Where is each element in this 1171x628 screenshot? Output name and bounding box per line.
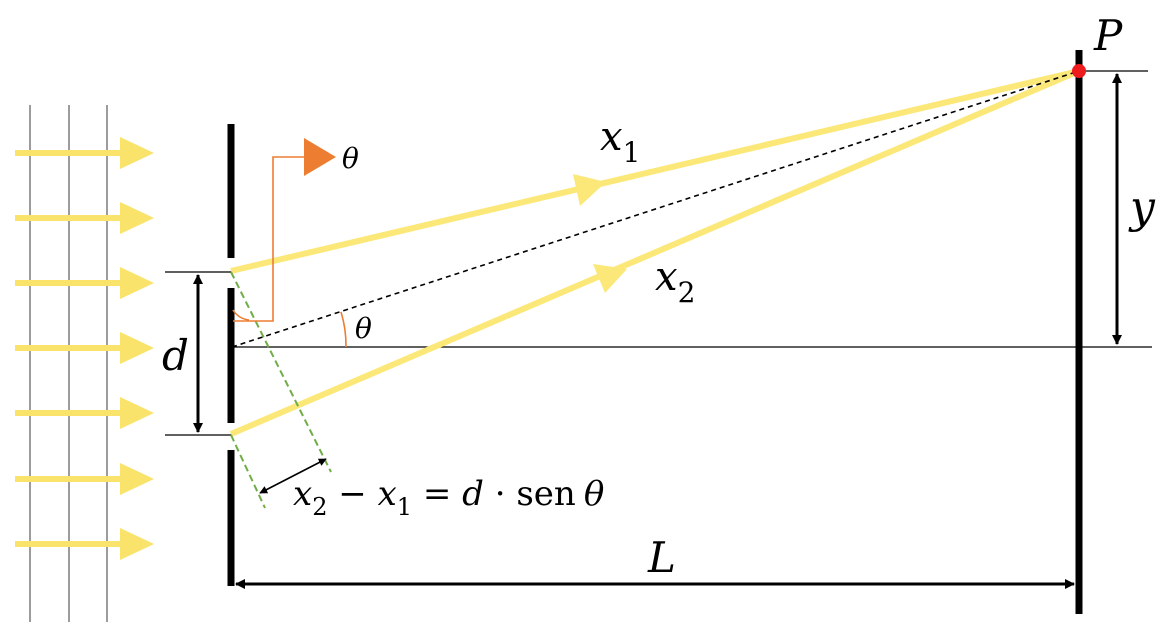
incident-arrow (15, 528, 154, 560)
ray-x2-arrowhead (593, 264, 627, 293)
wavefronts (29, 105, 108, 622)
incident-arrow (15, 332, 154, 364)
point-P (1072, 64, 1086, 78)
path-diff-line-a (230, 271, 332, 473)
incident-arrow (15, 202, 154, 234)
label-L: L (647, 533, 676, 582)
label-theta-legend: θ (342, 142, 359, 175)
ray-x1-arrowhead (573, 174, 606, 206)
path-diff-line-b (230, 434, 266, 509)
incident-arrow (15, 463, 154, 495)
label-x1: x1 (600, 114, 640, 169)
label-d: d (162, 331, 189, 380)
incident-arrow (15, 267, 154, 299)
incident-arrow (15, 137, 154, 169)
incident-arrows (15, 137, 154, 560)
label-theta: θ (355, 312, 372, 345)
theta-small-arc (232, 309, 250, 321)
ray-x2 (229, 68, 1081, 437)
label-x2: x2 (655, 254, 695, 309)
ray-x1 (230, 68, 1080, 274)
label-P: P (1093, 11, 1123, 60)
center-ray-dashed (231, 70, 1080, 348)
theta-legend-arrowhead (304, 138, 336, 176)
incident-arrow (15, 397, 154, 429)
path-diff-arrow (259, 458, 327, 494)
theta-arc (340, 311, 347, 348)
label-y: y (1128, 182, 1156, 233)
theta-legend-bracket (233, 156, 305, 322)
